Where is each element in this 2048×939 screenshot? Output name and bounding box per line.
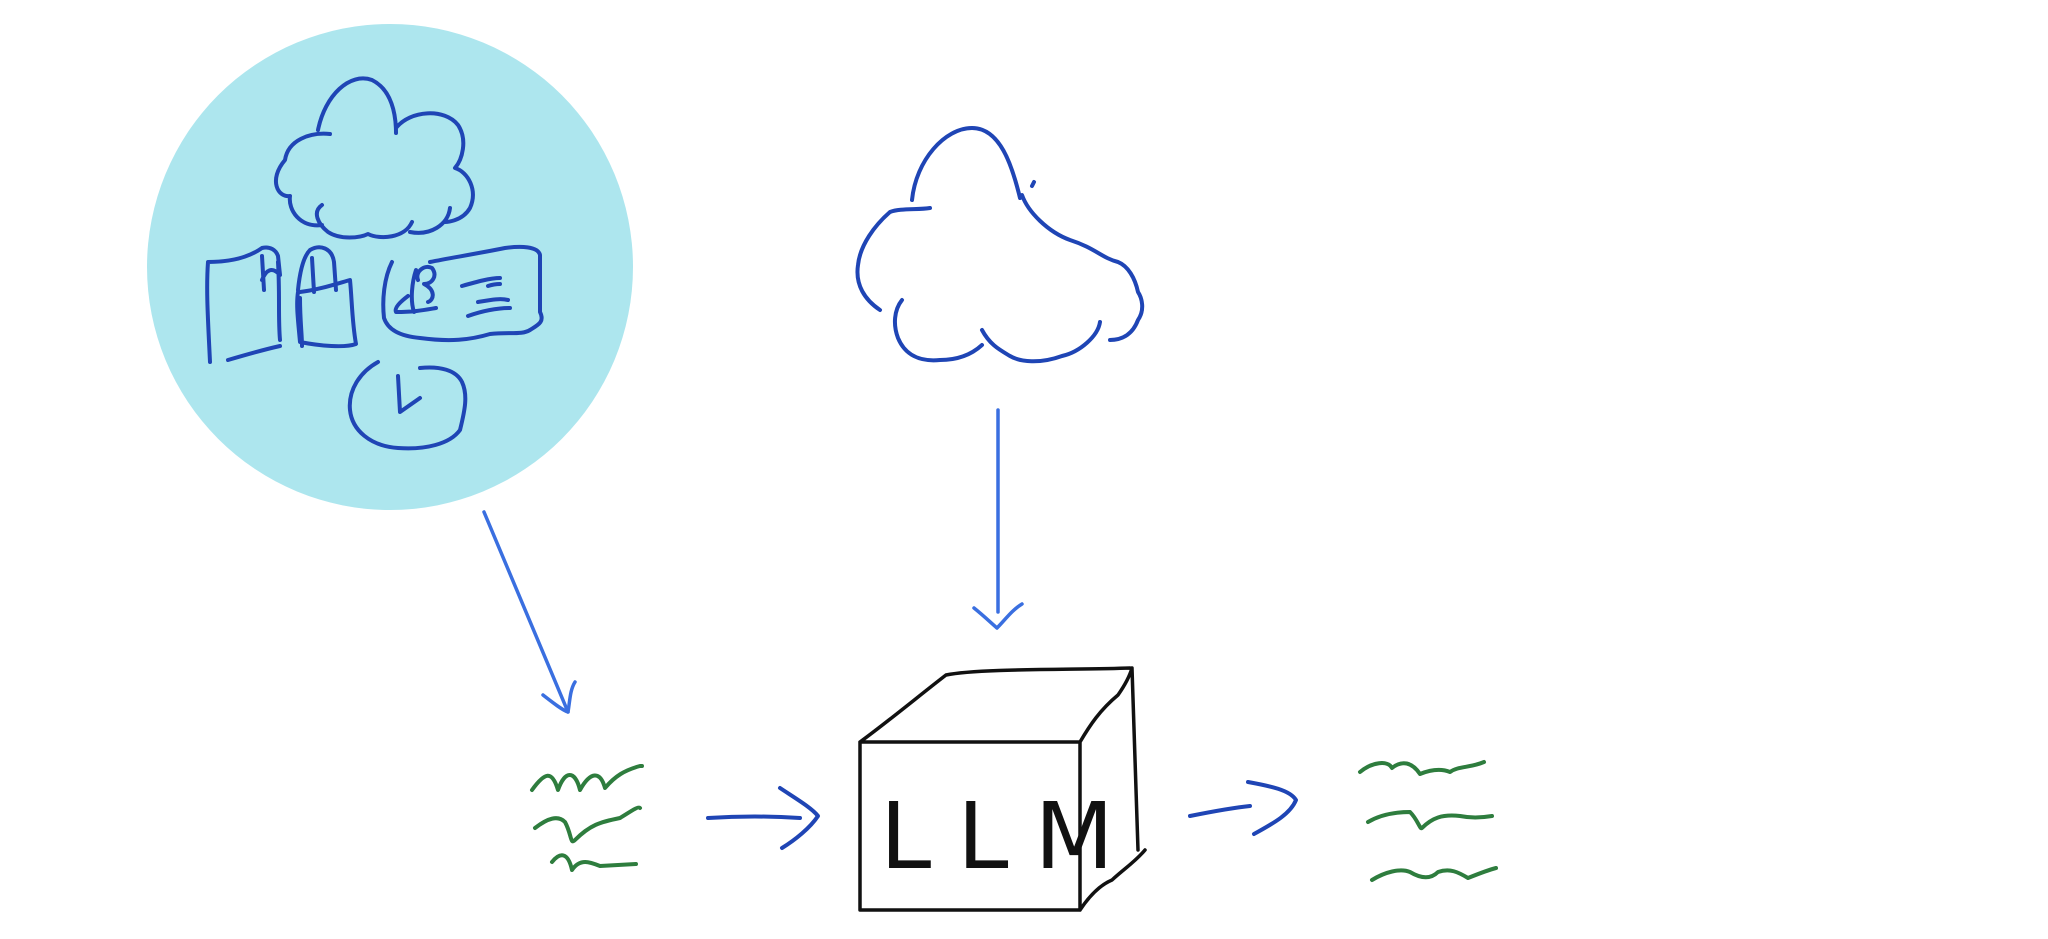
lock-icon [295,245,358,349]
output-text-squiggles [1358,760,1498,882]
data-sources-group [147,24,633,510]
cloud-icon [273,76,475,240]
arrow-circle-to-input [482,510,577,714]
llm-box: LLM [858,666,1147,912]
arrow-llm-to-output [1188,780,1298,836]
id-card-icon [381,244,544,343]
arrow-cloud-to-llm [972,408,1024,630]
building-icon [205,245,282,364]
llm-box-label: LLM [880,783,1140,890]
llm-box-icon [858,666,1147,912]
arrow-input-to-llm [706,786,820,850]
clock-icon [347,360,468,451]
input-text-squiggles [530,764,644,872]
cloud-icon [855,126,1145,364]
